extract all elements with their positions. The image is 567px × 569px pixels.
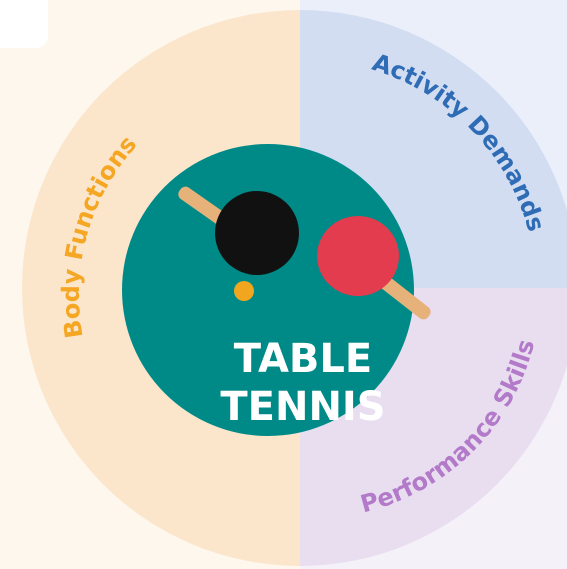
- table-tennis-paddle-black-icon: [178, 186, 299, 275]
- center-title-line1: TABLE: [234, 336, 372, 382]
- table-tennis-paddle-red-icon: [317, 216, 431, 320]
- ping-pong-ball-icon: [234, 281, 254, 301]
- center-circle: [122, 144, 414, 436]
- center-title-line2: TENNIS: [220, 384, 385, 430]
- corner-card: [0, 0, 48, 48]
